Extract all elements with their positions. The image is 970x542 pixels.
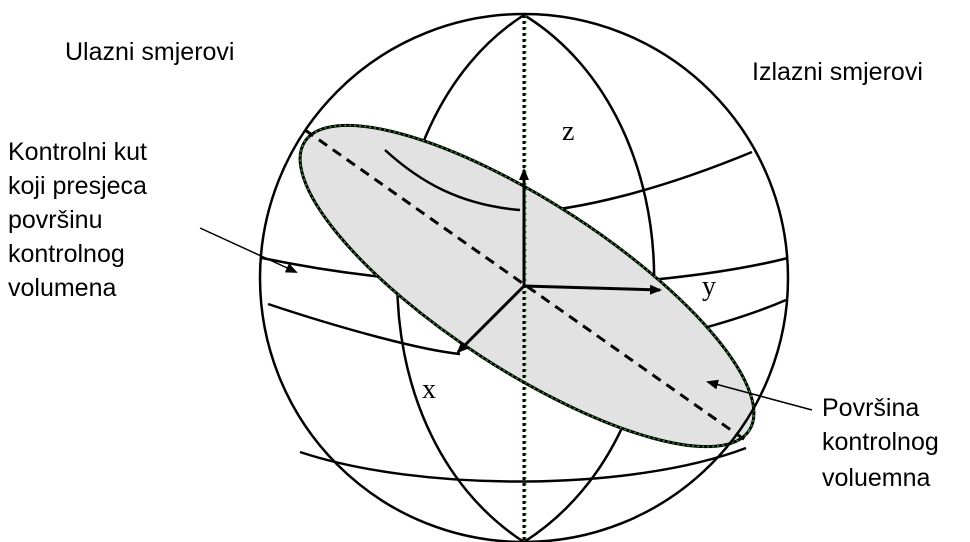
svg-text:koji presjeca: koji presjeca — [8, 172, 147, 200]
svg-text:površinu: površinu — [8, 206, 103, 234]
incoming-directions-label: Ulazni smjerovi — [65, 38, 234, 66]
y-axis-arrow — [523, 284, 662, 295]
svg-text:volumena: volumena — [8, 274, 116, 302]
x-axis-arrow — [456, 284, 526, 354]
svg-text:kontrolnog: kontrolnog — [8, 240, 125, 268]
sphere-meridian-overlays — [384, 149, 521, 212]
control-angle-pointer — [199, 227, 298, 273]
latitude-lower-left — [267, 302, 461, 356]
control-angle-label: Kontrolni kut koji presjeca površinu kon… — [8, 138, 147, 302]
surface-label: Površina kontrolnog voluemna — [822, 394, 939, 492]
latitude-upper-over-disk — [384, 149, 521, 212]
outgoing-directions-label: Izlazni smjerovi — [752, 58, 923, 86]
disk-diameter-dashed — [304, 128, 749, 444]
latitude-bottom — [299, 446, 747, 483]
sphere-outline — [258, 12, 790, 542]
svg-text:voluemna: voluemna — [822, 464, 930, 492]
coordinate-axes — [456, 168, 662, 354]
pointer-arrows — [199, 227, 813, 411]
svg-text:kontrolnog: kontrolnog — [822, 428, 939, 456]
svg-text:Kontrolni kut: Kontrolni kut — [8, 138, 147, 166]
x-axis-label: x — [422, 374, 436, 405]
z-axis-label: z — [562, 116, 574, 147]
control-surface-disk-outline — [299, 124, 755, 448]
surface-pointer — [706, 379, 813, 411]
svg-text:Površina: Površina — [822, 394, 919, 422]
y-axis-label: y — [702, 271, 716, 302]
